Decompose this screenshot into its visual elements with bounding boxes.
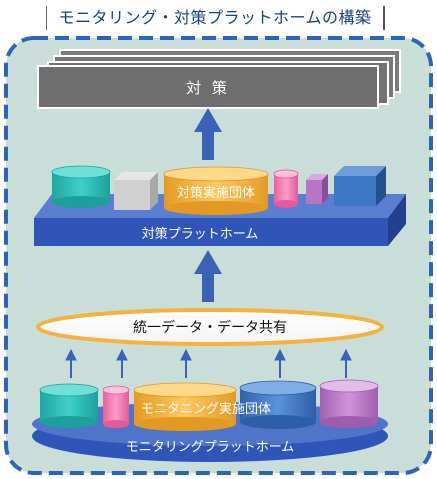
thin-arrows	[65, 348, 352, 378]
arrow-up-to-platform	[194, 250, 222, 302]
background-panel	[4, 36, 433, 475]
gray-cube	[114, 172, 158, 210]
monitoring-org-label: モニタニング実施団体	[141, 401, 271, 417]
countermeasure-platform-label: 対策プラットホーム	[142, 226, 259, 242]
teal-cylinder-top	[51, 165, 111, 208]
shared-data-label: 統一データ・データ共有	[133, 319, 287, 336]
diagram-title: モニタリング・対策プラットホームの構築	[46, 6, 385, 30]
blue-cube	[334, 166, 386, 206]
orange-cylinder-top	[163, 166, 269, 215]
monitoring-platform-label: モニタリングプラットホーム	[126, 440, 295, 455]
pink-cylinder-top	[273, 169, 299, 208]
orange-cylinder-bottom	[133, 382, 237, 431]
arrow-up-to-countermeasure	[194, 108, 222, 160]
pink-cylinder-bottom	[102, 385, 130, 428]
teal-cylinder-bottom	[39, 383, 99, 428]
steel-blue-cylinder-bottom	[239, 380, 317, 429]
countermeasure-label: 対 策	[186, 79, 230, 97]
purple-cube-small	[306, 174, 328, 204]
countermeasure-org-label: 対策実施団体	[177, 185, 255, 201]
purple-cylinder-bottom	[319, 379, 379, 428]
countermeasure-stack	[37, 49, 401, 109]
shared-data-ellipse	[36, 308, 384, 346]
